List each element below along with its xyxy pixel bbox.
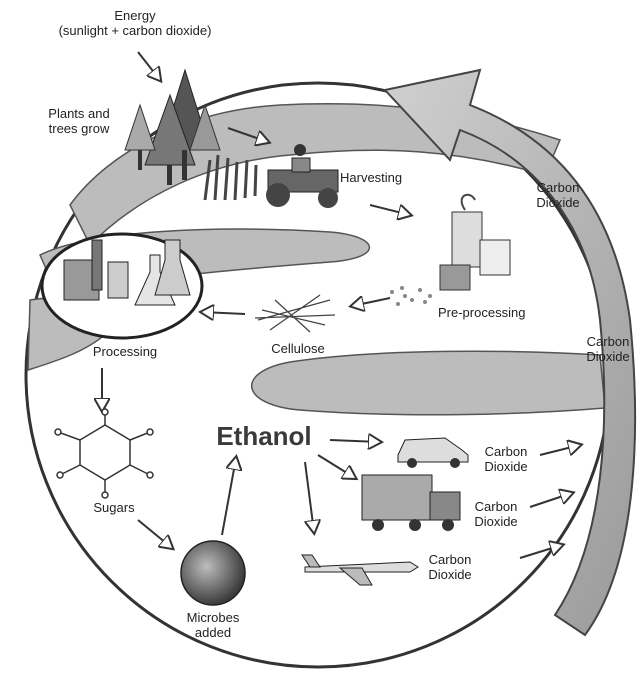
process-road-lower xyxy=(250,350,606,416)
co2-car-label: Carbon Dioxide xyxy=(484,444,528,474)
co2-cycle-mid-label: Carbon Dioxide xyxy=(586,334,630,364)
harvest-to-preprocess-arrow xyxy=(369,204,410,215)
ethanol-to-car-arrow xyxy=(329,440,380,442)
harvesting-label: Harvesting xyxy=(340,170,403,185)
preprocessing-machine-icon xyxy=(439,193,511,291)
microbes-icon xyxy=(180,540,246,606)
energy-label: Energy (sunlight + carbon dioxide) xyxy=(58,8,212,38)
car-co2-arrow xyxy=(539,445,580,456)
sugars-to-microbes-arrow xyxy=(137,519,172,548)
truck-co2-arrow xyxy=(529,493,572,508)
microbes-to-ethanol-arrow xyxy=(221,458,236,536)
microbes-label: Microbes added xyxy=(186,610,240,640)
ethanol-to-plane-arrow xyxy=(304,461,314,532)
sugars-label: Sugars xyxy=(93,500,135,515)
ethanol-to-truck-arrow xyxy=(317,454,355,478)
plants-to-harvest-arrow xyxy=(227,127,268,142)
plane-co2-arrow xyxy=(519,545,562,559)
cornfield-icon xyxy=(203,154,258,201)
plants-label: Plants and trees grow xyxy=(48,106,110,136)
trees-icon xyxy=(124,68,221,185)
co2-truck-label: Carbon Dioxide xyxy=(474,499,518,529)
energy-arrow xyxy=(137,51,160,80)
preprocessing-label: Pre-processing xyxy=(438,305,526,320)
truck-icon xyxy=(361,474,461,531)
cellulose-to-processing-arrow xyxy=(202,312,246,314)
chips-icon xyxy=(390,286,432,306)
ethanol-label: Ethanol xyxy=(216,421,312,451)
tractor-icon xyxy=(266,144,339,208)
preprocess-to-cellulose-arrow xyxy=(352,298,391,306)
processing-plant-icon xyxy=(40,232,204,340)
processing-label: Processing xyxy=(92,344,158,359)
co2-return-arrow xyxy=(383,68,637,637)
co2-plane-label: Carbon Dioxide xyxy=(428,552,472,582)
car-icon xyxy=(397,437,469,468)
cellulose-label: Cellulose xyxy=(271,341,325,356)
sugar-molecule-icon xyxy=(54,408,154,499)
cellulose-fibers-icon xyxy=(254,294,336,333)
co2-cycle-top-label: Carbon Dioxide xyxy=(536,180,580,210)
airplane-icon xyxy=(301,554,419,586)
